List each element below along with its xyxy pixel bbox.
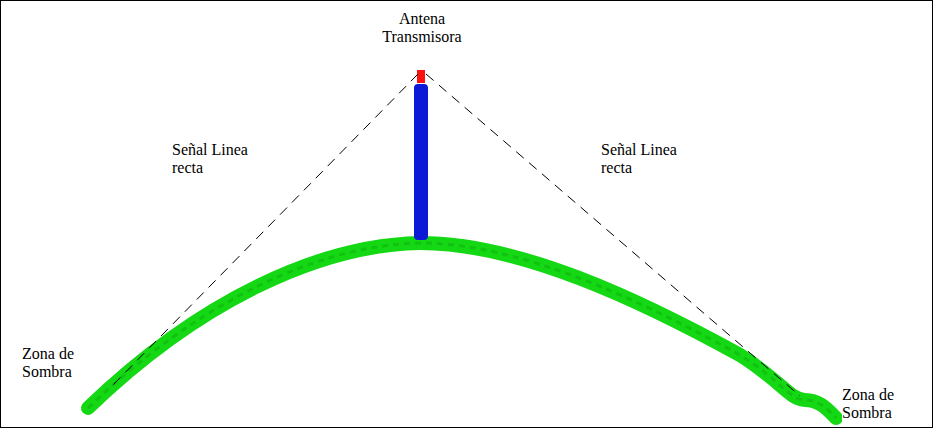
shadow-zone-label: Zona de Sombra xyxy=(842,386,914,421)
label-text: Antena Transmisora xyxy=(382,10,461,45)
antenna-label: Antena Transmisora xyxy=(376,10,468,45)
label-text: Señal Linea recta xyxy=(601,141,677,176)
antenna-tip xyxy=(417,70,425,83)
signal-line xyxy=(426,74,800,396)
label-text: Zona de Sombra xyxy=(842,386,894,421)
label-text: Zona de Sombra xyxy=(22,345,74,380)
signal-line xyxy=(112,74,418,386)
signal-label: Señal Linea recta xyxy=(601,141,677,176)
shadow-zone-label: Zona de Sombra xyxy=(22,345,94,380)
label-text: Señal Linea recta xyxy=(172,141,248,176)
signal-label: Señal Linea recta xyxy=(172,141,248,176)
antenna-mast xyxy=(414,84,428,240)
